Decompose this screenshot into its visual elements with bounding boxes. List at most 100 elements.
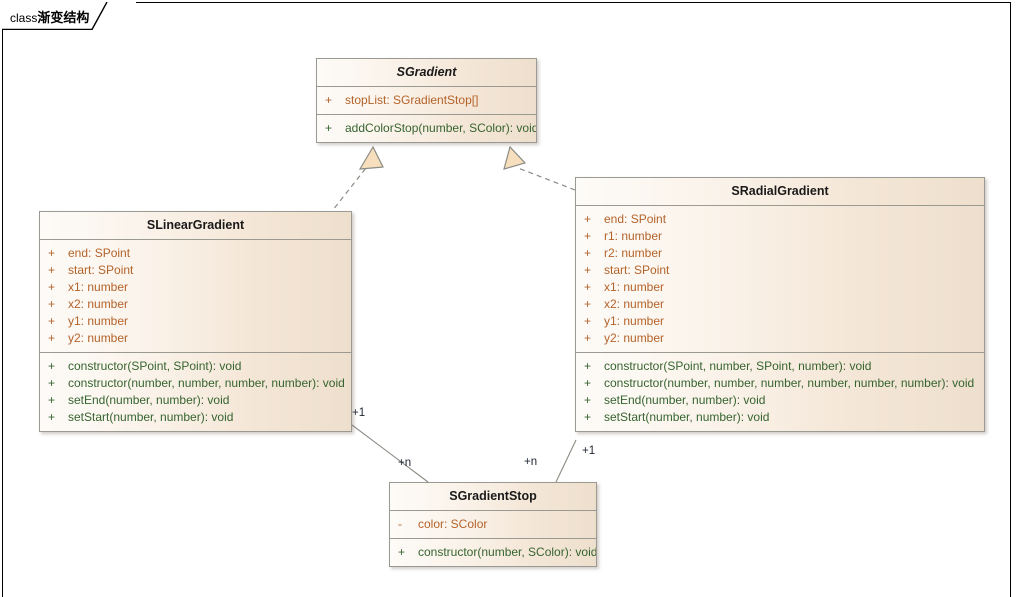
operations-compartment-sgradientstop: + constructor(number, SColor): void <box>390 539 596 566</box>
operation-row: + setEnd(number, number): void <box>576 392 984 409</box>
operation-label: constructor(SPoint, SPoint): void <box>68 359 242 373</box>
attribute-label: y1: number <box>604 314 665 328</box>
attribute-row: + y2: number <box>40 330 351 347</box>
visibility-marker: + <box>48 410 56 424</box>
attribute-label: x1: number <box>68 280 129 294</box>
operation-row: + constructor(number, number, number, nu… <box>40 375 351 392</box>
attribute-row: + r2: number <box>576 245 984 262</box>
hollow-triangle-arrow-icon <box>358 145 384 170</box>
attribute-row: + start: SPoint <box>40 262 351 279</box>
attribute-row: + x1: number <box>40 279 351 296</box>
operation-row: + setStart(number, number): void <box>40 409 351 426</box>
attribute-label: r1: number <box>604 229 663 243</box>
visibility-marker: + <box>48 246 56 260</box>
attribute-row: + r1: number <box>576 228 984 245</box>
visibility-marker: + <box>584 359 592 373</box>
diagram-frame-tab: class渐变结构 <box>2 2 136 30</box>
visibility-marker: + <box>48 376 56 390</box>
visibility-marker: + <box>48 314 56 328</box>
realization-radial-to-gradient <box>503 145 576 191</box>
compartment-divider <box>576 205 984 206</box>
attributes-compartment-sgradient: + stopList: SGradientStop[] <box>317 87 536 114</box>
frame-tab-shape-icon <box>2 2 108 30</box>
attribute-label: start: SPoint <box>68 263 134 277</box>
class-box-slineargradient[interactable]: SLinearGradient + end: SPoint + start: S… <box>39 211 352 432</box>
attribute-label: y1: number <box>68 314 129 328</box>
attribute-label: color: SColor <box>418 517 488 531</box>
operation-row: + setEnd(number, number): void <box>40 392 351 409</box>
attribute-label: start: SPoint <box>604 263 670 277</box>
attribute-row: + y1: number <box>576 313 984 330</box>
operation-label: setEnd(number, number): void <box>68 393 230 407</box>
visibility-marker: + <box>584 297 592 311</box>
compartment-divider <box>576 352 984 353</box>
visibility-marker: + <box>48 393 56 407</box>
attribute-label: r2: number <box>604 246 663 260</box>
realization-linear-to-gradient <box>328 145 384 216</box>
class-title-slineargradient: SLinearGradient <box>40 212 351 239</box>
operation-label: setEnd(number, number): void <box>604 393 766 407</box>
operation-label: constructor(SPoint, number, SPoint, numb… <box>604 359 872 373</box>
realization-linear-line <box>328 167 367 216</box>
visibility-marker: + <box>48 359 56 373</box>
attributes-compartment-sgradientstop: - color: SColor <box>390 511 596 538</box>
class-title-sgradientstop: SGradientStop <box>390 483 596 510</box>
realization-radial-line <box>517 167 576 191</box>
attribute-row: + y2: number <box>576 330 984 347</box>
multiplicity-radial-target: +n <box>524 456 538 468</box>
association-radial-to-stop <box>555 439 577 483</box>
class-box-sradialgradient[interactable]: SRadialGradient + end: SPoint + r1: numb… <box>575 177 985 432</box>
multiplicity-linear-target: +n <box>398 457 412 469</box>
operations-compartment-sradialgradient: + constructor(SPoint, number, SPoint, nu… <box>576 353 984 431</box>
visibility-marker: + <box>48 263 56 277</box>
attribute-row: + start: SPoint <box>576 262 984 279</box>
operation-label: setStart(number, number): void <box>604 410 770 424</box>
association-linear-to-stop <box>351 424 429 483</box>
visibility-marker: + <box>48 280 56 294</box>
operation-label: addColorStop(number, SColor): void <box>345 121 537 135</box>
attribute-row: - color: SColor <box>390 516 596 533</box>
attribute-row: + end: SPoint <box>40 245 351 262</box>
multiplicity-linear-source: +1 <box>352 407 366 419</box>
visibility-marker: + <box>584 410 592 424</box>
compartment-divider <box>390 510 596 511</box>
visibility-marker: + <box>398 545 406 559</box>
operation-label: constructor(number, SColor): void <box>418 545 597 559</box>
operation-row: + addColorStop(number, SColor): void <box>317 120 536 137</box>
visibility-marker: + <box>584 246 592 260</box>
compartment-divider <box>40 239 351 240</box>
hollow-triangle-arrow-icon <box>503 145 527 170</box>
visibility-marker: + <box>48 331 56 345</box>
attribute-label: y2: number <box>604 331 665 345</box>
visibility-marker: - <box>398 517 402 531</box>
frame-name: 渐变结构 <box>37 10 90 25</box>
visibility-marker: + <box>584 331 592 345</box>
operation-label: constructor(number, number, number, numb… <box>68 376 345 390</box>
attribute-row: + x1: number <box>576 279 984 296</box>
visibility-marker: + <box>584 314 592 328</box>
compartment-divider <box>390 538 596 539</box>
visibility-marker: + <box>325 93 333 107</box>
attributes-compartment-sradialgradient: + end: SPoint + r1: number + r2: number … <box>576 206 984 352</box>
visibility-marker: + <box>584 393 592 407</box>
visibility-marker: + <box>584 263 592 277</box>
class-title-sradialgradient: SRadialGradient <box>576 178 984 205</box>
attribute-label: stopList: SGradientStop[] <box>345 93 479 107</box>
attribute-label: x1: number <box>604 280 665 294</box>
operation-row: + constructor(SPoint, SPoint): void <box>40 358 351 375</box>
attribute-label: x2: number <box>604 297 665 311</box>
visibility-marker: + <box>48 297 56 311</box>
visibility-marker: + <box>584 280 592 294</box>
attribute-row: + x2: number <box>40 296 351 313</box>
operations-compartment-sgradient: + addColorStop(number, SColor): void <box>317 115 536 142</box>
attribute-label: x2: number <box>68 297 129 311</box>
class-box-sgradientstop[interactable]: SGradientStop - color: SColor + construc… <box>389 482 597 567</box>
attribute-row: + end: SPoint <box>576 211 984 228</box>
class-box-sgradient[interactable]: SGradient + stopList: SGradientStop[] + … <box>316 58 537 143</box>
attribute-label: end: SPoint <box>68 246 131 260</box>
attributes-compartment-slineargradient: + end: SPoint + start: SPoint + x1: numb… <box>40 240 351 352</box>
operation-label: constructor(number, number, number, numb… <box>604 376 975 390</box>
visibility-marker: + <box>584 229 592 243</box>
